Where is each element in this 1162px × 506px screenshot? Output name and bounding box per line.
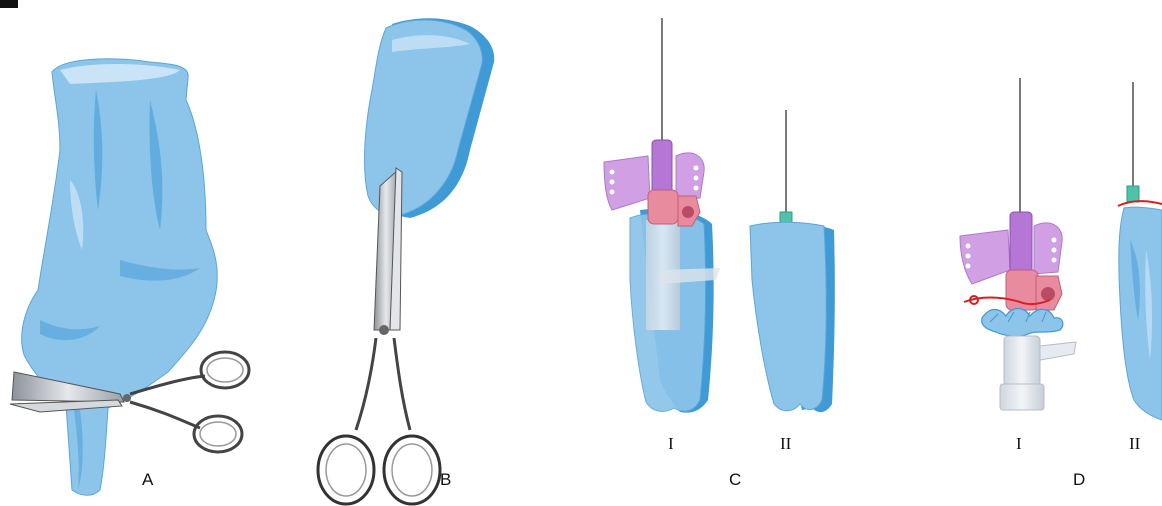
catheter-in-glove-icon <box>604 18 720 413</box>
panel-d-sublabel-ii: II <box>1129 434 1140 454</box>
corner-mark <box>0 0 18 8</box>
panel-d-sublabel-i: I <box>1016 434 1022 454</box>
panel-label-c: C <box>729 470 741 490</box>
catheter-tied-icon <box>960 78 1076 410</box>
panel-c-sublabel-i: I <box>668 434 674 454</box>
panel-a <box>10 59 249 495</box>
panel-c <box>604 18 835 413</box>
panel-c-sublabel-ii: II <box>780 434 791 454</box>
glove-finger-needle-icon <box>750 110 835 412</box>
panel-label-a: A <box>142 470 153 490</box>
scissors-icon <box>318 168 440 504</box>
panel-b <box>318 18 494 504</box>
panel-label-d: D <box>1073 470 1085 490</box>
glove-icon <box>22 59 218 495</box>
panel-label-b: B <box>440 470 451 490</box>
tied-glove-finger-icon <box>1118 82 1162 420</box>
panel-d <box>960 78 1162 420</box>
